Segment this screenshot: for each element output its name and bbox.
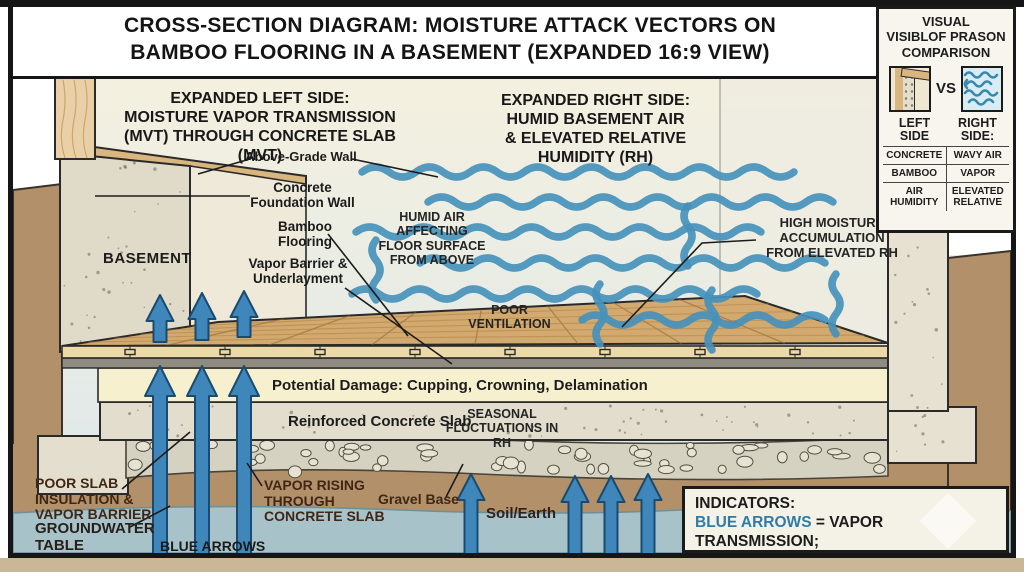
label-humid-air: HUMID AIR AFFECTING FLOOR SURFACE FROM A… bbox=[378, 210, 486, 268]
cell-right-1: VAPOR bbox=[946, 164, 1009, 183]
table-row: CONCRETE WAVY AIR bbox=[883, 146, 1009, 165]
label-high-moisture: HIGH MOISTURE ACCUMULATION FROM ELEVATED… bbox=[766, 215, 898, 260]
top-border bbox=[0, 0, 1024, 7]
left-side-label: LEFT SIDE bbox=[898, 115, 931, 144]
wavy-lines-def: = HUMID AIR ACCUMULATION. bbox=[695, 552, 935, 553]
right-section-heading: EXPANDED RIGHT SIDE: HUMID BASEMENT AIR … bbox=[500, 92, 691, 166]
label-vapor-barrier: Vapor Barrier & Underlayment bbox=[248, 256, 348, 287]
label-blue-arrows: BLUE ARROWS bbox=[160, 538, 266, 554]
title-divider bbox=[10, 76, 878, 79]
blue-arrows-def: = VAPOR TRANSMISSION; bbox=[695, 513, 884, 550]
indicator-wavy-line: BLUE WAVY LINES = HUMID AIR ACCUMULATION… bbox=[695, 552, 996, 553]
table-row: BAMBOO VAPOR bbox=[883, 164, 1009, 183]
diagram-title: CROSS-SECTION DIAGRAM: MOISTURE ATTACK V… bbox=[123, 14, 777, 65]
cell-right-0: WAVY AIR bbox=[946, 146, 1009, 165]
left-side-thumbnail-icon bbox=[888, 65, 931, 112]
right-border bbox=[1011, 0, 1016, 558]
vapor-arrows bbox=[144, 290, 663, 553]
label-vapor-rising: VAPOR RISING THROUGH CONCRETE SLAB bbox=[264, 477, 385, 525]
bottom-border bbox=[8, 553, 1016, 558]
bottom-margin-strip bbox=[0, 558, 1024, 572]
label-potential-damage: Potential Damage: Cupping, Crowning, Del… bbox=[272, 377, 648, 394]
vapor-barrier-strip bbox=[61, 357, 889, 369]
right-side-thumbnail-icon bbox=[961, 65, 1003, 112]
visual-comparison-panel: VISUAL VISIBLOF PRASON COMPARISON VS LEF… bbox=[876, 6, 1016, 233]
label-bamboo-flooring: Bamboo Flooring bbox=[278, 219, 332, 250]
label-reinforced-slab: Reinforced Concrete Slab bbox=[288, 413, 472, 430]
indicators-heading: INDICATORS: bbox=[695, 495, 796, 512]
left-footing bbox=[37, 435, 129, 495]
leader-lines bbox=[95, 158, 757, 528]
indicator-arrows-line: BLUE ARROWS = VAPOR TRANSMISSION; bbox=[695, 513, 996, 550]
comparison-table: CONCRETE WAVY AIR BAMBOO VAPOR AIR HUMID… bbox=[883, 146, 1009, 212]
label-poor-ventilation: POOR VENTILATION bbox=[468, 303, 551, 332]
right-side-label: RIGHT SIDE: bbox=[958, 115, 997, 144]
table-row: AIR HUMIDITY ELEVATED RELATIVE bbox=[883, 182, 1009, 212]
cell-right-2: ELEVATED RELATIVE bbox=[946, 182, 1009, 212]
cell-left-1: BAMBOO bbox=[883, 164, 947, 183]
cell-left-0: CONCRETE bbox=[883, 146, 947, 165]
right-footing bbox=[887, 406, 977, 464]
vs-text: VS bbox=[935, 80, 956, 98]
label-seasonal-rh: SEASONAL FLUCTUATIONS IN RH bbox=[445, 407, 559, 450]
left-border bbox=[8, 0, 13, 558]
comparison-title: VISUAL VISIBLOF PRASON COMPARISON bbox=[886, 14, 1006, 60]
label-poor-slab: POOR SLAB INSULATION & VAPOR BARRIER bbox=[35, 475, 152, 523]
label-groundwater: GROUNDWATER TABLE bbox=[35, 520, 155, 554]
label-soil-earth: Soil/Earth bbox=[486, 505, 557, 522]
label-concrete-foundation-wall: Concrete Foundation Wall bbox=[250, 180, 355, 211]
humid-air-wavy-lines bbox=[348, 163, 844, 354]
label-gravel-base: Gravel Base bbox=[378, 491, 459, 507]
left-outside-sky bbox=[13, 77, 62, 189]
blue-arrows-term: BLUE ARROWS bbox=[695, 513, 812, 531]
label-basement: BASEMENT bbox=[103, 250, 192, 267]
label-above-grade-wall: Above-Grade Wall bbox=[245, 149, 357, 164]
cell-left-2: AIR HUMIDITY bbox=[883, 182, 947, 212]
indicators-legend: INDICATORS: BLUE ARROWS = VAPOR TRANSMIS… bbox=[682, 486, 1009, 553]
left-section-heading: EXPANDED LEFT SIDE: MOISTURE VAPOR TRANS… bbox=[124, 90, 396, 164]
bamboo-floor-edge bbox=[61, 345, 889, 359]
wavy-lines-term: BLUE WAVY LINES bbox=[695, 552, 836, 553]
comparison-thumbnails: VS bbox=[883, 65, 1009, 112]
